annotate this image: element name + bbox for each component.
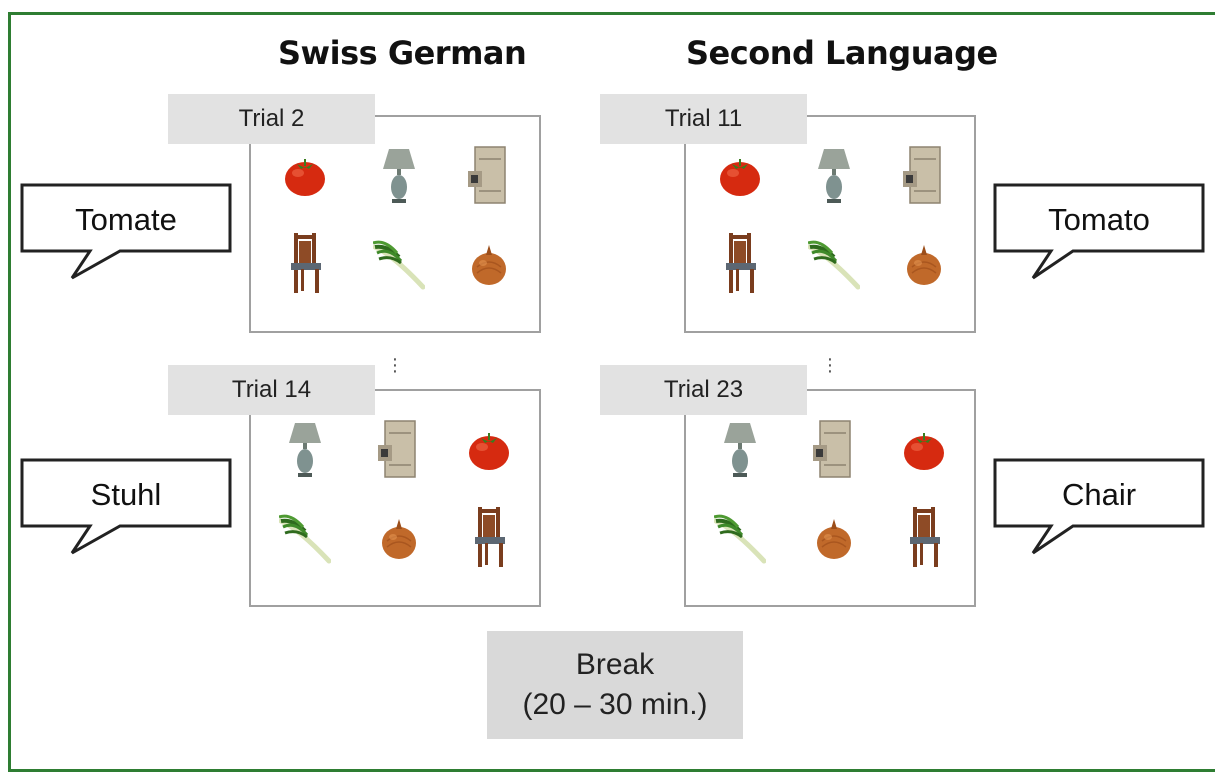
speech-bubble-left: Tomate xyxy=(20,183,232,303)
trial-label: Trial 23 xyxy=(600,365,807,415)
speech-bubble-right: Chair xyxy=(993,458,1205,578)
cabinet-icon xyxy=(463,143,515,207)
tomato-icon xyxy=(279,143,331,207)
ellipsis-icon: ··· xyxy=(391,348,399,382)
leek-icon xyxy=(279,505,331,569)
trial-panel xyxy=(684,389,976,607)
trial-label: Trial 11 xyxy=(600,94,807,144)
trial-panel xyxy=(249,115,541,333)
ellipsis-icon: ··· xyxy=(826,348,834,382)
chair-icon xyxy=(714,231,766,295)
speech-bubble-right: Tomato xyxy=(993,183,1205,303)
onion-icon xyxy=(898,231,950,295)
trial-panel xyxy=(684,115,976,333)
swiss-german-header: Swiss German xyxy=(278,34,527,72)
leek-icon xyxy=(714,505,766,569)
spoken-word: Tomato xyxy=(1048,202,1150,237)
cabinet-icon xyxy=(898,143,950,207)
leek-icon xyxy=(808,231,860,295)
spoken-word: Stuhl xyxy=(90,477,162,512)
chair-icon xyxy=(463,505,515,569)
tomato-icon xyxy=(898,417,950,481)
speech-bubble-left: Stuhl xyxy=(20,458,232,578)
spoken-word: Chair xyxy=(1061,477,1137,512)
lamp-icon xyxy=(279,417,331,481)
tomato-icon xyxy=(714,143,766,207)
spoken-word: Tomate xyxy=(75,202,177,237)
onion-icon xyxy=(463,231,515,295)
onion-icon xyxy=(808,505,860,569)
lamp-icon xyxy=(373,143,425,207)
trial-label: Trial 2 xyxy=(168,94,375,144)
lamp-icon xyxy=(714,417,766,481)
chair-icon xyxy=(279,231,331,295)
second-language-header: Second Language xyxy=(686,34,998,72)
break-label: Break xyxy=(575,648,655,681)
tomato-icon xyxy=(463,417,515,481)
trial-label: Trial 14 xyxy=(168,365,375,415)
cabinet-icon xyxy=(808,417,860,481)
break-duration: (20 – 30 min.) xyxy=(522,688,708,721)
lamp-icon xyxy=(808,143,860,207)
trial-panel xyxy=(249,389,541,607)
chair-icon xyxy=(898,505,950,569)
break-box: Break (20 – 30 min.) xyxy=(487,631,743,739)
onion-icon xyxy=(373,505,425,569)
leek-icon xyxy=(373,231,425,295)
cabinet-icon xyxy=(373,417,425,481)
